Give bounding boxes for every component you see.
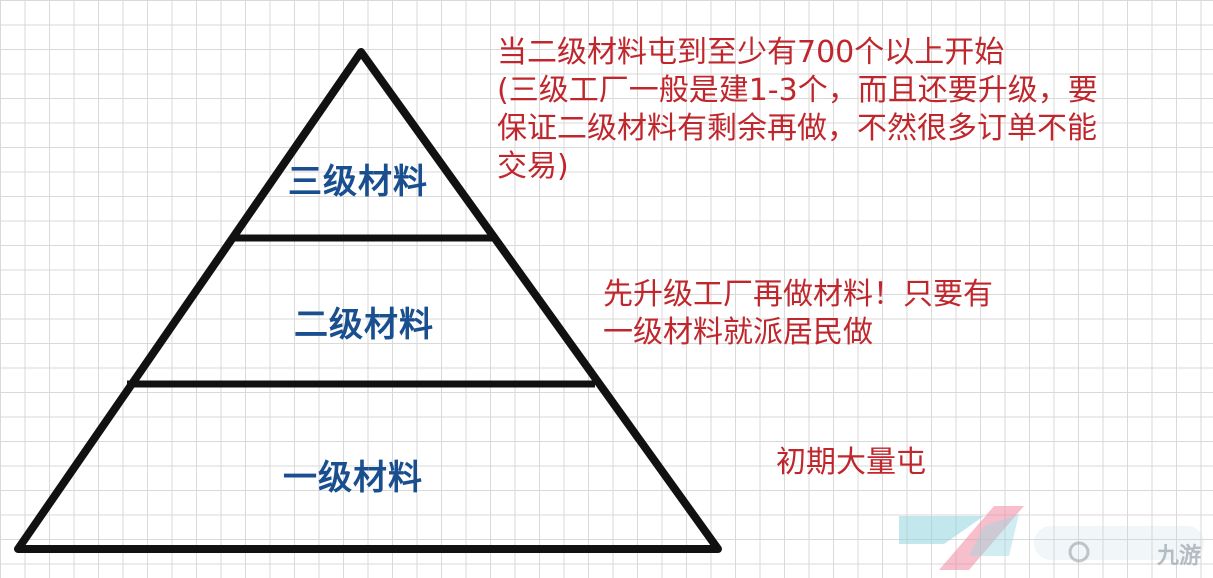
note-level-2-line-1: 先升级工厂再做材料！只要有 <box>603 277 993 312</box>
note-level-1-line-1: 初期大量屯 <box>776 445 926 480</box>
watermark-logo: 九游 <box>899 496 1209 574</box>
note-level-3: 当二级材料屯到至少有700个以上开始 (三级工厂一般是建1-3个，而且还要升级，… <box>497 34 1098 186</box>
watermark-mark-icon <box>899 506 1204 570</box>
note-level-2: 先升级工厂再做材料！只要有 一级材料就派居民做 <box>603 276 993 352</box>
note-level-1: 初期大量屯 <box>776 444 926 482</box>
note-level-3-line-4: 交易) <box>497 149 569 184</box>
note-level-2-line-2: 一级材料就派居民做 <box>603 315 873 350</box>
note-level-3-line-1: 当二级材料屯到至少有700个以上开始 <box>497 35 1005 70</box>
tier-label-level-3: 三级材料 <box>288 162 428 202</box>
note-level-3-line-2: (三级工厂一般是建1-3个，而且还要升级，要 <box>497 73 1098 108</box>
tier-label-level-1: 一级材料 <box>283 458 423 498</box>
pyramid-outline <box>14 48 722 553</box>
tier-label-level-2: 二级材料 <box>294 305 434 345</box>
note-level-3-line-3: 保证二级材料有剩余再做，不然很多订单不能 <box>497 111 1097 146</box>
watermark-text: 九游 <box>1156 544 1201 569</box>
